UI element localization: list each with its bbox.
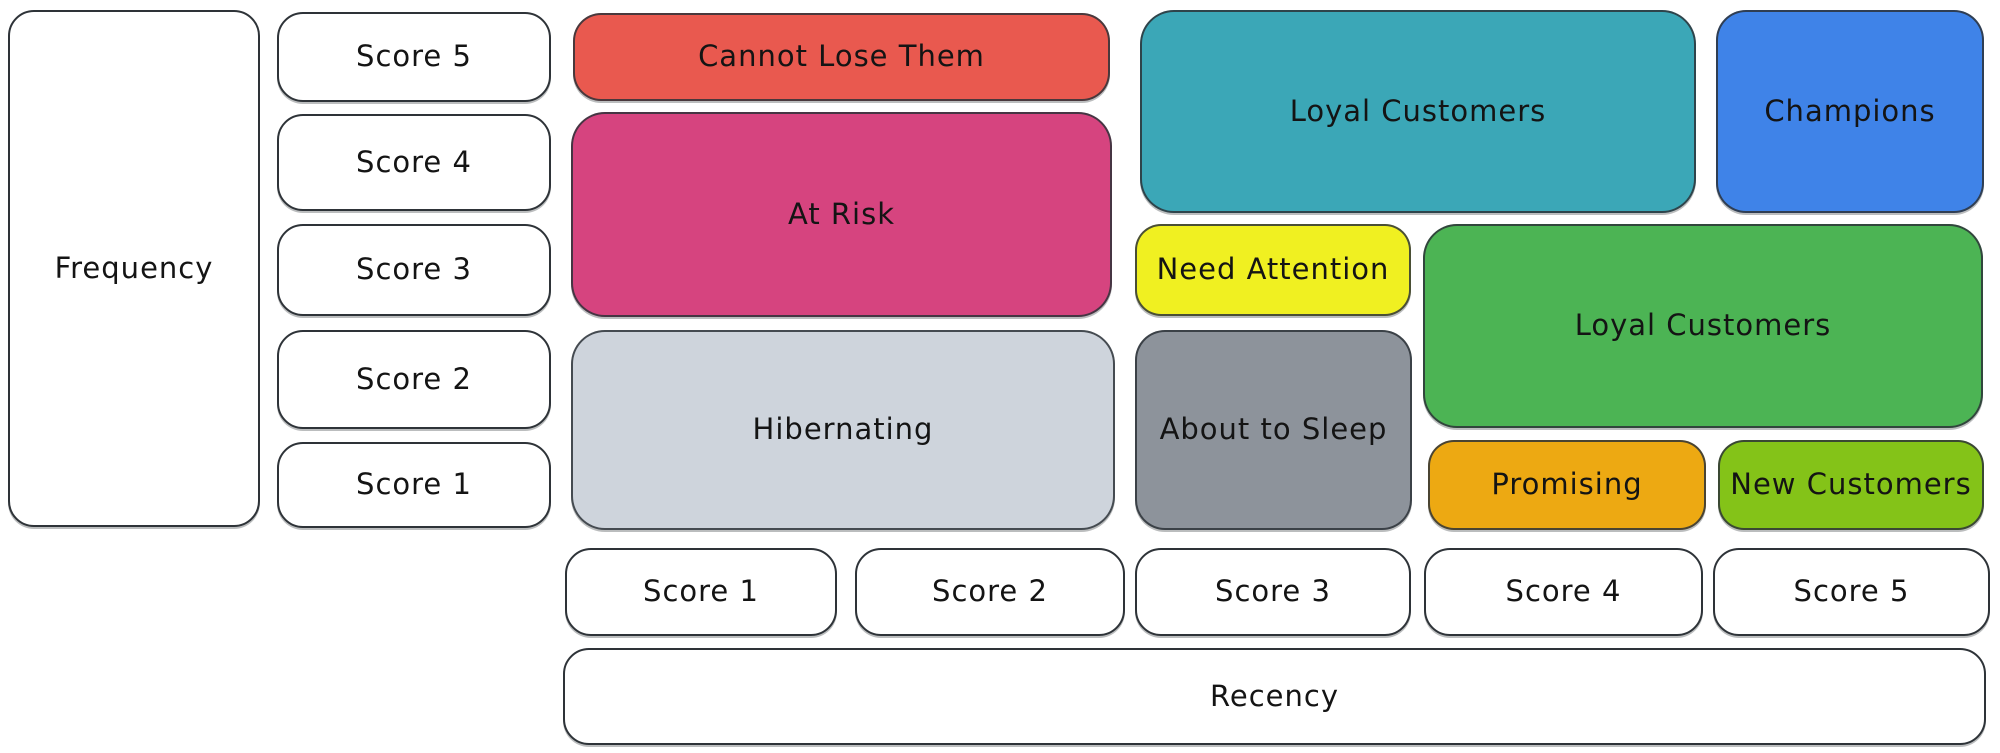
frequency-score-3-label: Score 3	[356, 252, 472, 287]
frequency-score-2-label: Score 2	[356, 361, 472, 396]
segment-about-to-sleep: About to Sleep	[1135, 330, 1412, 530]
frequency-score-2-box: Score 2	[277, 330, 551, 429]
frequency-score-5-label: Score 5	[356, 39, 472, 74]
frequency-axis-label: Frequency	[54, 250, 214, 285]
recency-score-1-box: Score 1	[565, 548, 837, 636]
segment-need-attention-label: Need Attention	[1156, 252, 1390, 287]
frequency-score-4-label: Score 4	[356, 144, 472, 179]
recency-score-5-box: Score 5	[1713, 548, 1990, 636]
segment-cannot-lose-them: Cannot Lose Them	[573, 13, 1110, 101]
recency-axis-label: Recency	[1210, 678, 1339, 713]
segment-loyal-customers-mid-label: Loyal Customers	[1574, 308, 1832, 343]
segment-need-attention: Need Attention	[1135, 224, 1411, 316]
segment-champions: Champions	[1716, 10, 1984, 213]
segment-champions-label: Champions	[1764, 93, 1936, 128]
recency-axis-label-box: Recency	[563, 648, 1986, 745]
segment-promising: Promising	[1428, 440, 1706, 530]
segment-new-customers-label: New Customers	[1730, 467, 1972, 502]
segment-loyal-customers-top-label: Loyal Customers	[1289, 93, 1547, 128]
segment-at-risk: At Risk	[571, 112, 1112, 317]
segment-at-risk-label: At Risk	[787, 196, 896, 231]
segment-about-to-sleep-label: About to Sleep	[1159, 412, 1388, 447]
recency-score-1-label: Score 1	[643, 574, 759, 609]
recency-score-3-box: Score 3	[1135, 548, 1411, 636]
segment-loyal-customers-mid: Loyal Customers	[1423, 224, 1983, 428]
recency-score-3-label: Score 3	[1215, 574, 1331, 609]
segment-cannot-lose-them-label: Cannot Lose Them	[698, 39, 985, 74]
segment-promising-label: Promising	[1491, 467, 1643, 502]
segment-loyal-customers-top: Loyal Customers	[1140, 10, 1696, 213]
segment-new-customers: New Customers	[1718, 440, 1984, 530]
frequency-score-4-box: Score 4	[277, 114, 551, 211]
recency-score-4-box: Score 4	[1424, 548, 1703, 636]
frequency-score-3-box: Score 3	[277, 224, 551, 316]
frequency-axis-label-box: Frequency	[8, 10, 260, 527]
recency-score-2-box: Score 2	[855, 548, 1125, 636]
frequency-score-1-label: Score 1	[356, 467, 472, 502]
frequency-score-5-box: Score 5	[277, 12, 551, 102]
recency-score-2-label: Score 2	[932, 574, 1048, 609]
recency-score-4-label: Score 4	[1505, 574, 1622, 609]
segment-hibernating-label: Hibernating	[752, 412, 934, 447]
recency-score-5-label: Score 5	[1793, 574, 1910, 609]
frequency-score-1-box: Score 1	[277, 442, 551, 528]
segment-hibernating: Hibernating	[571, 330, 1115, 530]
